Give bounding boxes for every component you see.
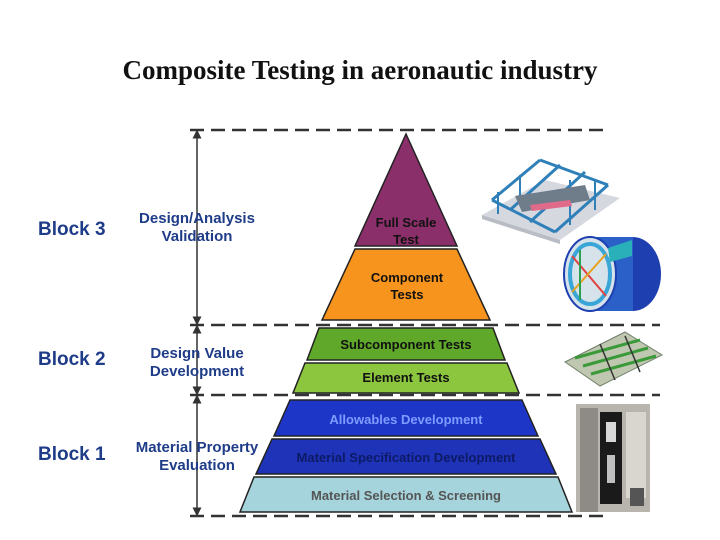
full-scale-test-rig-illustration: [482, 160, 620, 244]
block-3-label: Block 3: [38, 219, 106, 241]
block-1-phase-label: Material Property Evaluation: [122, 439, 272, 475]
block-2-phase-label: Design Value Development: [122, 345, 272, 381]
tier-label-element-tests: Element Tests: [293, 369, 519, 386]
tier-label-subcomponent-tests: Subcomponent Tests: [307, 336, 505, 353]
tier-label-material-selection-screening: Material Selection & Screening: [240, 487, 572, 504]
tier-label-full-scale-test: Full Scale Test: [356, 214, 456, 248]
fuselage-barrel-illustration: [564, 237, 661, 311]
tier-label-component-tests: Component Tests: [340, 269, 474, 303]
block-1-label: Block 1: [38, 444, 106, 466]
block-3-phase-label: Design/Analysis Validation: [122, 210, 272, 246]
tier-label-material-specification-development: Material Specification Development: [256, 449, 556, 466]
tier-label-allowables-development: Allowables Development: [274, 411, 538, 428]
test-machine-illustration: [576, 404, 650, 512]
block-2-label: Block 2: [38, 349, 106, 371]
stiffened-panel-illustration: [565, 332, 662, 386]
